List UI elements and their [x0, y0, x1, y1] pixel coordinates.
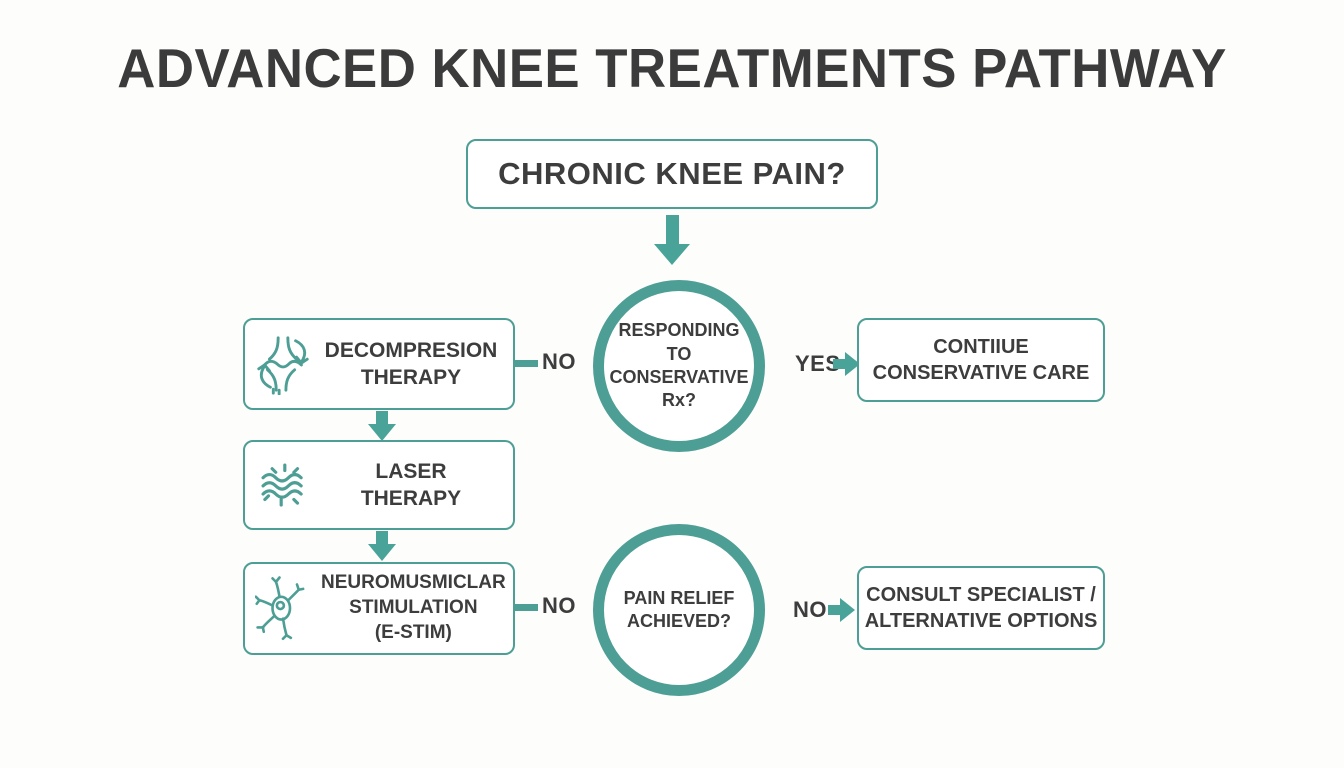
node-label: CONSULT SPECIALIST / ALTERNATIVE OPTIONS — [864, 584, 1098, 632]
decision-label: RESPONDING TO CONSERVATIVE Rx? — [609, 320, 749, 411]
connector-bar — [513, 360, 538, 367]
arrow-right-icon — [833, 352, 860, 376]
decision-label: PAIN RELIEF ACHIEVED? — [623, 587, 735, 631]
node-continue-conservative-care: CONTIIUE CONSERVATIVE CARE — [857, 318, 1105, 402]
decision-pain-relief-achieved: PAIN RELIEF ACHIEVED? — [593, 524, 765, 696]
edge-label-no: NO — [793, 597, 827, 622]
neuron-icon — [245, 575, 321, 642]
arrow-down-icon — [368, 531, 396, 561]
node-label: CONTIIUE CONSERVATIVE CARE — [872, 336, 1090, 384]
node-laser-therapy: LASER THERAPY — [243, 440, 515, 530]
node-label: LASER THERAPY — [360, 459, 462, 510]
node-label: NEUROMUSMICLAR STIMULATION (E-STIM) — [321, 572, 506, 643]
decision-responding-to-conservative: RESPONDING TO CONSERVATIVE Rx? — [593, 280, 765, 452]
node-chronic-knee-pain: CHRONIC KNEE PAIN? — [466, 139, 878, 209]
connector-bar — [513, 604, 538, 611]
edge-label-no: NO — [542, 593, 576, 618]
node-label: CHRONIC KNEE PAIN? — [498, 156, 846, 191]
node-label: DECOMPRESION THERAPY — [324, 338, 498, 389]
node-neuromuscular-stimulation: NEUROMUSMICLAR STIMULATION (E-STIM) — [243, 562, 515, 655]
arrow-down-icon — [368, 411, 396, 441]
laser-waves-icon — [245, 462, 321, 508]
node-decompression-therapy: DECOMPRESION THERAPY — [243, 318, 515, 410]
page-title: ADVANCED KNEE TREATMENTS PATHWAY — [117, 37, 1227, 99]
arrow-right-icon — [828, 598, 855, 622]
node-consult-specialist: CONSULT SPECIALIST / ALTERNATIVE OPTIONS — [857, 566, 1105, 650]
knee-joint-decompression-icon — [245, 333, 321, 395]
edge-label-no: NO — [542, 349, 576, 374]
arrow-down-icon — [654, 215, 690, 265]
edge-label-yes: YES — [795, 351, 841, 376]
